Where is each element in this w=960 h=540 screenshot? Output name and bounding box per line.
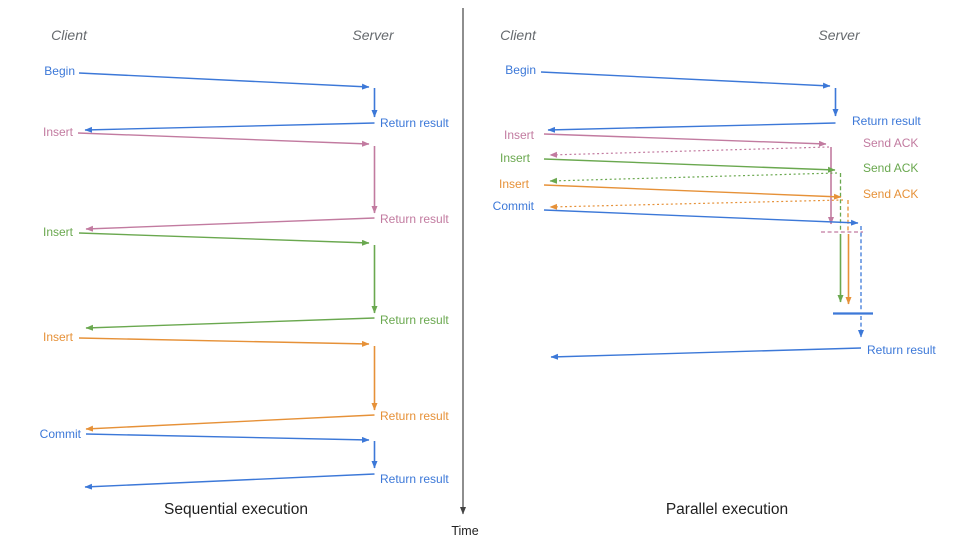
- seq-begin-exchange: [78, 72, 378, 133]
- seq-commit-exchange: [84, 433, 378, 490]
- par-insert2-label: Insert: [499, 151, 530, 165]
- par-client-header: Client: [500, 27, 536, 43]
- par-begin-response-label: Return result: [852, 114, 921, 128]
- par-insert3-exchange: [543, 184, 852, 305]
- par-commit-response-label: Return result: [867, 343, 936, 357]
- seq-commit-label: Commit: [39, 427, 81, 441]
- seq-insert2-response-label: Return result: [380, 313, 449, 327]
- seq-insert1-response-label: Return result: [380, 212, 449, 226]
- seq-begin-response-label: Return result: [380, 116, 449, 130]
- seq-insert3-label: Insert: [42, 330, 73, 344]
- par-insert1-ack-label: Send ACK: [863, 136, 919, 150]
- par-insert3-ack-label: Send ACK: [863, 187, 919, 201]
- par-insert2-exchange: [543, 158, 844, 303]
- seq-insert3-exchange: [78, 337, 378, 432]
- seq-insert1-label: Insert: [42, 125, 73, 139]
- seq-insert2-exchange: [78, 232, 378, 331]
- seq-insert1-exchange: [77, 132, 378, 232]
- seq-begin-label: Begin: [44, 64, 75, 78]
- seq-insert2-label: Insert: [42, 225, 73, 239]
- par-title: Parallel execution: [665, 501, 789, 518]
- par-insert2-ack-label: Send ACK: [863, 161, 919, 175]
- par-server-header: Server: [818, 27, 860, 43]
- par-insert1-exchange: [543, 133, 863, 233]
- seq-commit-response-label: Return result: [380, 472, 449, 486]
- seq-client-header: Client: [51, 27, 87, 43]
- par-commit-exchange: [543, 209, 873, 360]
- seq-title: Sequential execution: [164, 501, 308, 518]
- seq-server-header: Server: [352, 27, 394, 43]
- par-commit-label: Commit: [492, 199, 534, 213]
- par-insert1-label: Insert: [503, 128, 534, 142]
- par-insert3-label: Insert: [498, 177, 529, 191]
- time-axis-label: Time: [451, 524, 479, 538]
- par-begin-exchange: [540, 71, 839, 133]
- seq-insert3-response-label: Return result: [380, 409, 449, 423]
- par-begin-label: Begin: [505, 63, 536, 77]
